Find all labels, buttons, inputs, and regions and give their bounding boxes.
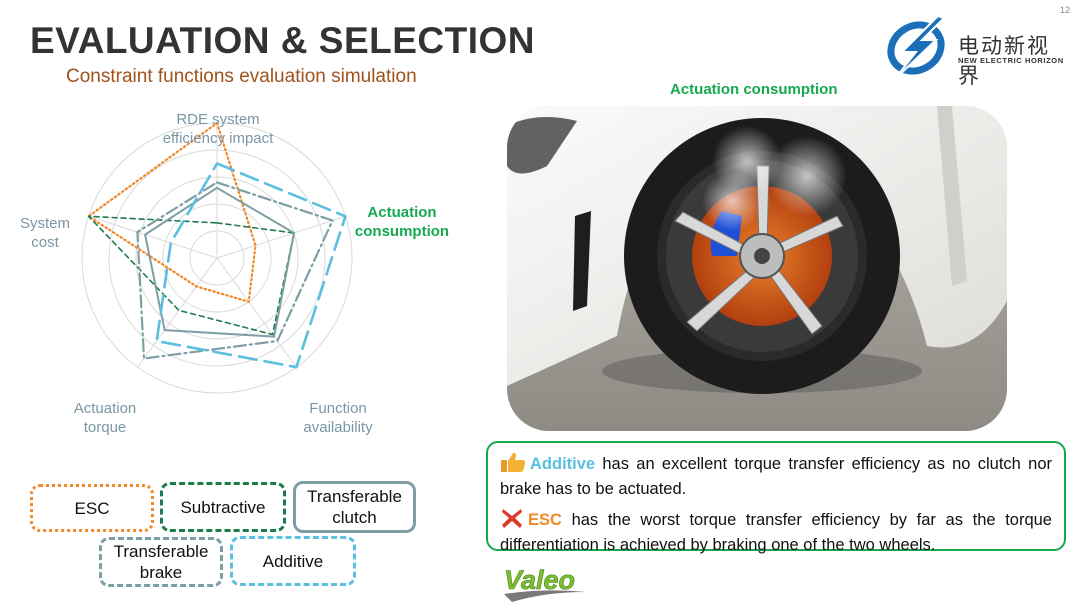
axis-line (216, 257, 297, 368)
axis-label: Actuation (367, 204, 436, 221)
legend-tc-line2: clutch (332, 508, 377, 527)
legend-subtractive: Subtractive (160, 482, 286, 532)
note-additive-keyword: Additive (530, 455, 596, 473)
legend-esc: ESC (30, 484, 154, 532)
axis-label: consumption (355, 223, 449, 240)
axis-label: cost (31, 234, 59, 251)
page-number: 12 (1059, 5, 1070, 15)
note-box: Additive has an excellent torque transfe… (486, 441, 1066, 554)
legend-transferable-clutch-label: Transferable clutch (307, 486, 402, 528)
car-wheel-photo (507, 106, 1007, 431)
legend-additive: Additive (230, 536, 356, 586)
series-transferable-brake (136, 181, 334, 360)
cross-mark-icon (500, 507, 524, 535)
note-esc-text: has the worst torque transfer efficiency… (500, 511, 1052, 554)
legend-tc-line1: Transferable (307, 487, 402, 506)
series-transferable-clutch (144, 186, 295, 338)
brand-logo: 电动新视界 NEW ELECTRIC HORIZON (880, 12, 1070, 88)
axis-label: Actuation (74, 400, 137, 417)
note-additive: Additive has an excellent torque transfe… (500, 451, 1052, 500)
logo-english-text: NEW ELECTRIC HORIZON (958, 56, 1064, 65)
legend-transferable-brake: Transferable brake (99, 537, 223, 587)
wheel-illustration (507, 106, 1007, 431)
series-esc (87, 121, 257, 303)
axis-label: efficiency impact (163, 130, 274, 147)
logo-chinese-text: 电动新视界 (958, 35, 1050, 88)
series-additive (155, 162, 347, 369)
thumbs-up-icon (500, 451, 526, 479)
page-subtitle: Constraint functions evaluation simulati… (66, 66, 417, 87)
axis-label: torque (84, 419, 127, 436)
series-subtractive (87, 215, 295, 336)
legend-subtractive-label: Subtractive (180, 497, 266, 517)
legend-tb-line1: Transferable (113, 542, 209, 561)
legend-esc-label: ESC (74, 498, 110, 518)
axis-line (88, 215, 218, 259)
axis-label: RDE system (176, 111, 259, 128)
photo-title: Actuation consumption (670, 81, 838, 98)
valeo-logo: Valeo (500, 562, 590, 606)
valeo-wordmark: Valeo (504, 565, 575, 595)
axis-line (216, 215, 346, 259)
lightning-logo-icon (887, 14, 946, 81)
note-esc: ESC has the worst torque transfer effici… (500, 507, 1052, 556)
axis-label: System (20, 215, 70, 232)
page-title: EVALUATION & SELECTION (30, 20, 536, 61)
legend-transferable-clutch: Transferable clutch (293, 481, 416, 533)
axis-label: Function (309, 400, 367, 417)
note-esc-keyword: ESC (528, 511, 562, 529)
note-additive-text: has an excellent torque transfer efficie… (500, 455, 1052, 498)
axis-label: availability (303, 419, 373, 436)
legend-tb-line2: brake (139, 563, 183, 582)
legend-transferable-brake-label: Transferable brake (114, 541, 209, 583)
axis-line (137, 257, 218, 368)
legend-additive-label: Additive (262, 551, 324, 571)
